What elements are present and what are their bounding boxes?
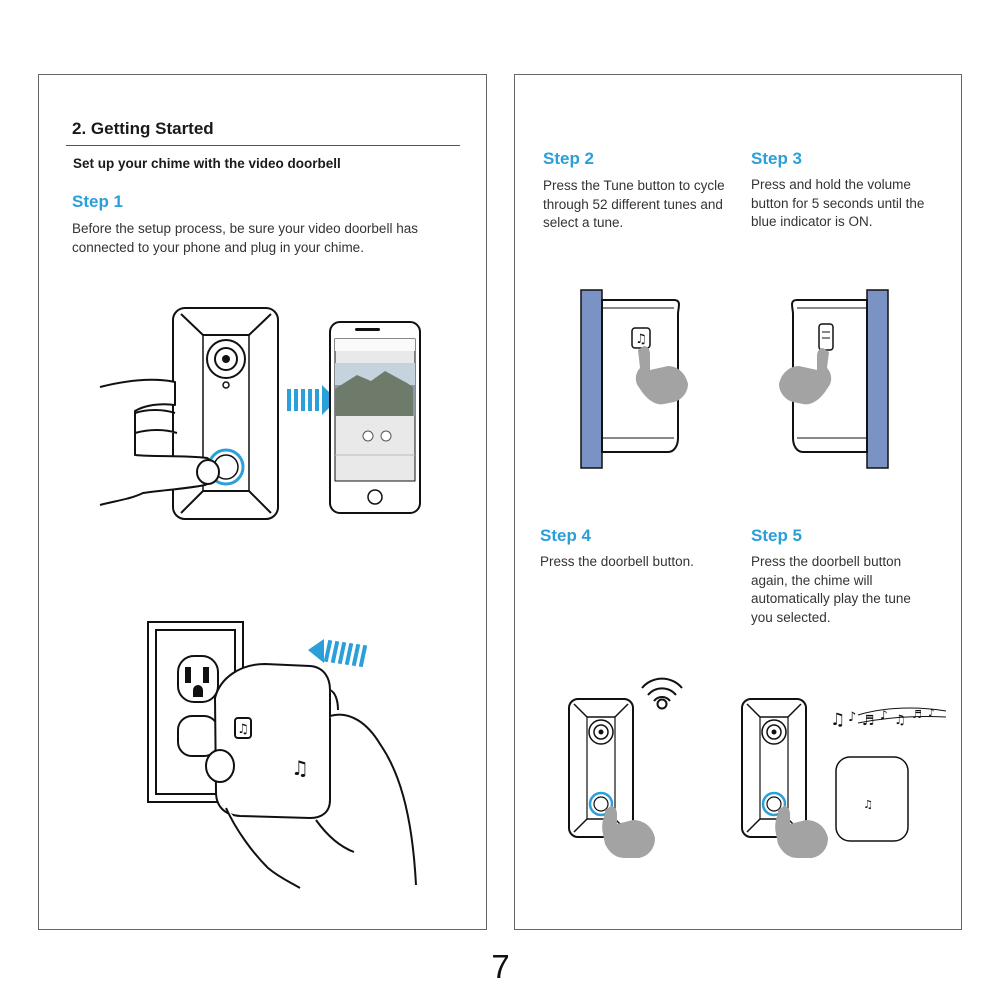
step-4-heading: Step 4 [540, 526, 592, 545]
wifi-icon [641, 677, 683, 710]
chime-volume-illustration [779, 289, 889, 469]
step-1-heading: Step 1 [72, 192, 124, 211]
svg-text:♫: ♫ [291, 756, 309, 780]
chime-tune-illustration: ♫ [580, 289, 688, 469]
step-2-text: Press the Tune button to cycle through 5… [543, 178, 725, 230]
hand-icon [635, 346, 688, 405]
svg-text:♪: ♪ [928, 708, 934, 719]
music-note-icon: ♫ [635, 332, 647, 347]
svg-text:♪: ♪ [880, 708, 888, 722]
hand-icon [205, 713, 417, 889]
page-number: 7 [491, 948, 510, 985]
phone-icon [329, 321, 421, 514]
hand-icon [775, 806, 828, 858]
chime-plug-illustration: ♫ ♫ [147, 621, 417, 889]
step-1-text: Before the setup process, be sure your v… [72, 221, 418, 255]
step-2-heading: Step 2 [543, 149, 595, 168]
hand-icon [779, 348, 832, 405]
doorbell-phone-illustration [99, 307, 421, 520]
doorbell-wifi-illustration [568, 677, 683, 858]
svg-text:♪: ♪ [848, 710, 856, 725]
step-3-heading: Step 3 [751, 149, 803, 168]
music-notes-icon: ♫ ♪ ♬ ♪ ♫ ♬ ♪ [830, 707, 947, 730]
step-5-text: Press the doorbell button again, the chi… [751, 554, 911, 625]
section-title: 2. Getting Started [72, 119, 214, 138]
hand-icon [99, 378, 220, 506]
video-doorbell-icon [568, 698, 634, 838]
music-note-icon: ♫ [237, 722, 249, 737]
video-doorbell-icon [741, 698, 807, 838]
music-note-icon: ♫ [863, 798, 873, 811]
arrow-left-icon [308, 639, 368, 668]
svg-text:♫: ♫ [894, 713, 906, 728]
doorbell-chime-illustration: ♫ ♫ ♪ ♬ ♪ ♫ ♬ ♪ [741, 698, 947, 858]
section-subtitle: Set up your chime with the video doorbel… [73, 156, 341, 171]
svg-text:♬: ♬ [912, 708, 922, 721]
step-4-text: Press the doorbell button. [540, 554, 694, 569]
title-divider [66, 145, 460, 146]
svg-text:♫: ♫ [830, 710, 845, 730]
chime-device-icon: ♫ [835, 756, 909, 842]
step-3-text: Press and hold the volume button for 5 s… [751, 177, 925, 229]
chime-plug-icon: ♫ ♫ [214, 663, 339, 819]
hand-icon [602, 806, 655, 858]
step-5-heading: Step 5 [751, 526, 803, 545]
